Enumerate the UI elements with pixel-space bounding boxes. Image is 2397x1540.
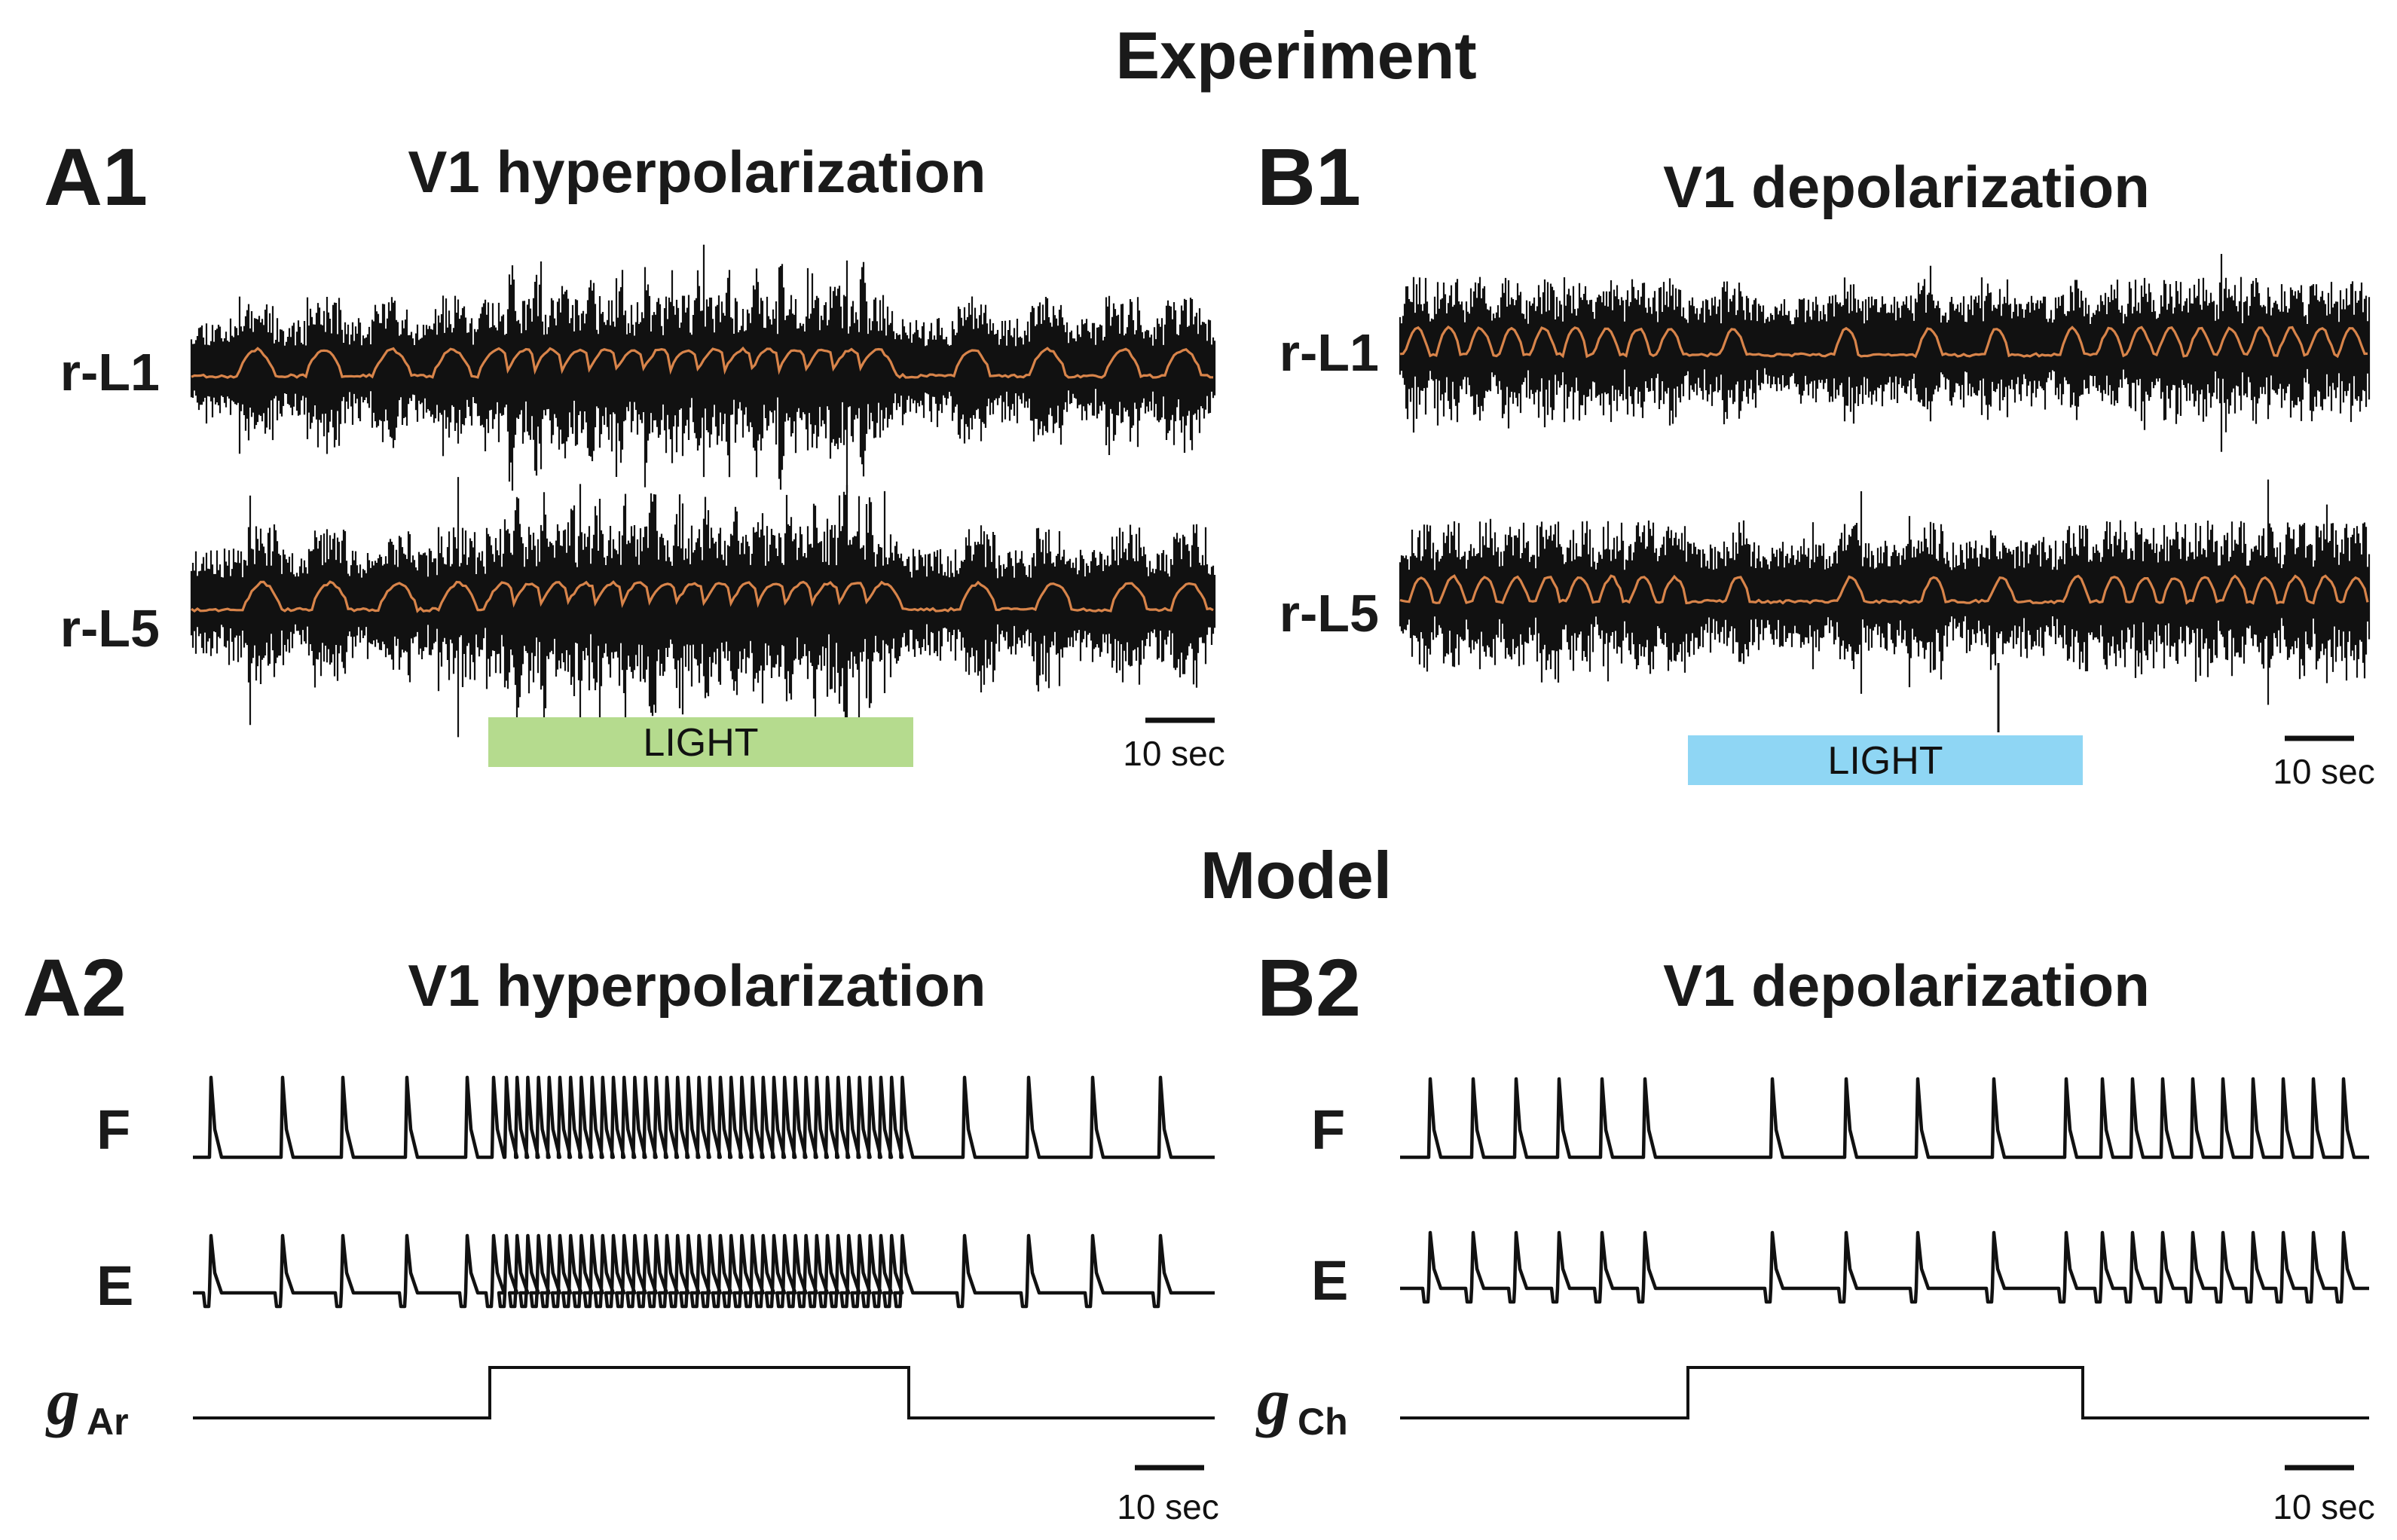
panel-title-a2: V1 hyperpolarization — [408, 952, 986, 1019]
conductance-trace-a2 — [193, 1366, 1215, 1419]
panel-a1: A1 V1 hyperpolarization r-L1 r-L5 LIGHT … — [44, 131, 1225, 773]
light-label-a1: LIGHT — [643, 721, 758, 765]
trace-label-b2-e: E — [1311, 1249, 1348, 1312]
model-trace-b2-f — [1400, 1077, 2369, 1160]
light-bar-b1 — [1688, 735, 2083, 785]
recording-trace-b1-rl1 — [1399, 254, 2371, 452]
a1-l1-envelope — [191, 346, 1213, 379]
trace-label-a1-rl1: r-L1 — [60, 343, 160, 402]
scale-label-b1: 10 sec — [2273, 752, 2375, 791]
b1-l5-envelope — [1399, 574, 2369, 605]
light-bar-a1 — [488, 717, 913, 767]
trace-label-b1-rl5: r-L5 — [1280, 584, 1379, 643]
trace-label-a2-e: E — [96, 1254, 133, 1317]
conductance-symbol-a2: g — [45, 1366, 80, 1439]
a2-g-line — [193, 1366, 1215, 1419]
panel-label-b1: B1 — [1257, 131, 1361, 222]
conductance-subscript-a2: Ar — [87, 1401, 129, 1443]
model-trace-a2-f — [193, 1075, 1215, 1160]
conductance-symbol-b2: g — [1255, 1366, 1290, 1439]
b2-g-line — [1400, 1366, 2369, 1419]
recording-trace-a1-rl1 — [190, 244, 1216, 493]
panel-label-b2: B2 — [1257, 942, 1361, 1033]
a1-l5-noise — [190, 477, 1216, 741]
b1-l1-envelope — [1399, 325, 2368, 359]
b2-e-line — [1400, 1230, 2369, 1304]
b2-f-line — [1400, 1077, 2369, 1160]
trace-label-a1-rl5: r-L5 — [60, 599, 160, 658]
scale-label-a1: 10 sec — [1123, 734, 1225, 773]
scale-label-b2: 10 sec — [2273, 1487, 2375, 1526]
conductance-trace-b2 — [1400, 1366, 2369, 1419]
a2-f-line — [193, 1075, 1215, 1160]
recording-trace-b1-rl5 — [1399, 479, 2371, 705]
model-trace-b2-e — [1400, 1230, 2369, 1304]
light-label-b1: LIGHT — [1827, 739, 1943, 783]
scale-label-a2: 10 sec — [1117, 1487, 1219, 1526]
trace-label-a2-f: F — [96, 1098, 130, 1161]
a1-l1-noise — [190, 244, 1216, 493]
model-trace-a2-e — [193, 1233, 1215, 1309]
panel-b2: B2 V1 depolarization F E g Ch 10 sec — [1255, 942, 2375, 1526]
trace-label-b2-f: F — [1311, 1098, 1345, 1161]
a2-e-line — [193, 1233, 1215, 1309]
panel-title-a1: V1 hyperpolarization — [408, 139, 986, 205]
panel-title-b2: V1 depolarization — [1663, 952, 2150, 1019]
panel-a2: A2 V1 hyperpolarization F E g Ar 10 sec — [23, 942, 1219, 1526]
conductance-subscript-b2: Ch — [1298, 1401, 1348, 1443]
panel-label-a2: A2 — [23, 942, 127, 1033]
b1-l5-noise — [1399, 479, 2371, 705]
panel-b1: B1 V1 depolarization r-L1 r-L5 LIGHT 10 … — [1257, 131, 2375, 791]
a1-l5-envelope — [191, 580, 1214, 613]
trace-label-b1-rl1: r-L1 — [1280, 323, 1379, 382]
recording-trace-a1-rl5 — [190, 477, 1216, 741]
model-heading: Model — [1200, 838, 1392, 912]
b1-l1-noise — [1399, 254, 2371, 452]
experiment-heading: Experiment — [1115, 18, 1476, 93]
panel-title-b1: V1 depolarization — [1663, 154, 2150, 220]
panel-label-a1: A1 — [44, 131, 148, 222]
